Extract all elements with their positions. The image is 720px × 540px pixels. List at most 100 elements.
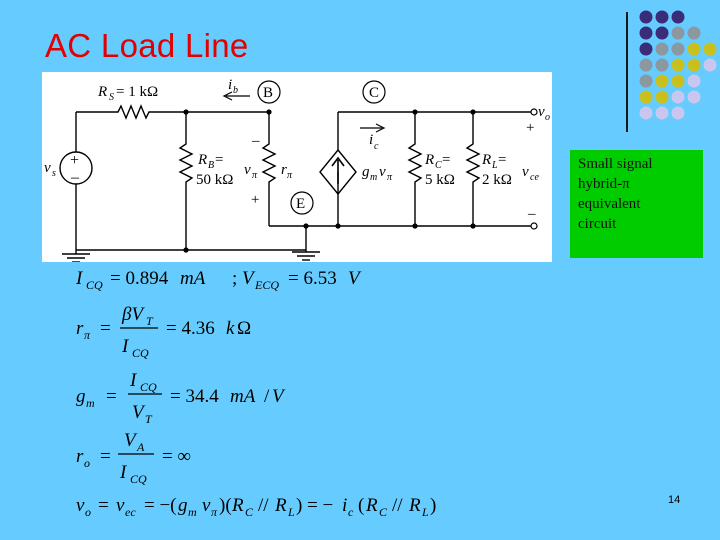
gm-label: g xyxy=(362,164,370,180)
svg-text:i: i xyxy=(342,495,347,516)
equation-g-m: g m = I CQ V T = 34.4 mA / V xyxy=(76,370,286,426)
svg-text:CQ: CQ xyxy=(130,472,147,486)
svg-text:V: V xyxy=(124,430,138,451)
svg-text:g: g xyxy=(178,495,188,516)
svg-text://: // xyxy=(258,495,269,516)
equation-v-o: v o = v ec = −( g m v π )( R C // R L ) … xyxy=(76,495,436,519)
svg-text:c: c xyxy=(374,141,379,152)
svg-text:π: π xyxy=(287,170,293,181)
svg-text:= 4.36: = 4.36 xyxy=(166,318,215,339)
svg-text:o: o xyxy=(85,505,91,519)
svg-text:)(: )( xyxy=(219,495,232,516)
svg-text:g: g xyxy=(76,386,86,407)
svg-text:R: R xyxy=(408,495,421,516)
svg-text:v: v xyxy=(116,495,125,516)
vo-label: v xyxy=(538,104,545,120)
hybrid-pi-note: Small signal hybrid-π equivalent circuit xyxy=(570,150,703,258)
svg-text:mA: mA xyxy=(230,386,256,407)
svg-text:mA: mA xyxy=(180,268,206,289)
svg-text:Ω: Ω xyxy=(237,318,251,339)
svg-text:= 34.4: = 34.4 xyxy=(170,386,219,407)
svg-text:=: = xyxy=(100,318,111,339)
svg-text:CQ: CQ xyxy=(86,278,103,292)
svg-text:I: I xyxy=(121,336,130,357)
node-c: C xyxy=(369,85,379,101)
svg-text:C: C xyxy=(245,505,254,519)
svg-text:m: m xyxy=(370,172,377,183)
ground-icon-emitter xyxy=(292,250,320,261)
svg-text:I: I xyxy=(75,268,84,289)
svg-text:V: V xyxy=(272,386,286,407)
svg-text:b: b xyxy=(233,85,238,96)
equations-block: I CQ = 0.894 mA ; V ECQ = 6.53 V r π = β… xyxy=(74,260,514,525)
svg-text:= −(: = −( xyxy=(144,495,177,516)
svg-text:r: r xyxy=(76,446,84,467)
svg-text:o: o xyxy=(545,112,550,123)
svg-text:C: C xyxy=(435,160,442,171)
svg-text:R: R xyxy=(231,495,244,516)
svg-text:=: = xyxy=(100,446,111,467)
svg-text:(: ( xyxy=(358,495,364,516)
rc-label: R xyxy=(424,152,434,168)
svg-text:= 0.894: = 0.894 xyxy=(110,268,169,289)
dot-grid-icon xyxy=(639,10,717,120)
svg-text:ec: ec xyxy=(125,505,136,519)
svg-text:R: R xyxy=(274,495,287,516)
svg-text:L: L xyxy=(421,505,429,519)
equation-r-o: r o = V A I CQ = ∞ xyxy=(76,430,191,486)
svg-text:R: R xyxy=(365,495,378,516)
svg-text:=: = xyxy=(215,152,223,168)
svg-text:L: L xyxy=(491,160,498,171)
circuit-schematic: + – R S = 1 kΩ i b B C E v s xyxy=(44,77,550,263)
svg-text:+: + xyxy=(251,192,259,208)
circuit-diagram: + – R S = 1 kΩ i b B C E v s xyxy=(42,72,552,263)
svg-text:c: c xyxy=(348,505,354,519)
svg-text:V: V xyxy=(242,268,256,289)
svg-text:= 6.53: = 6.53 xyxy=(288,268,337,289)
svg-text:T: T xyxy=(146,314,154,328)
svg-text:=: = xyxy=(498,152,506,168)
svg-text:s: s xyxy=(52,168,56,179)
ib-label: i xyxy=(228,77,232,93)
svg-text:I: I xyxy=(129,370,138,391)
equation-r-pi: r π = βV T I CQ = 4.36 k Ω xyxy=(76,304,251,360)
svg-text:): ) xyxy=(430,495,436,516)
svg-text:CQ: CQ xyxy=(132,346,149,360)
svg-text:–: – xyxy=(251,133,260,149)
svg-text:k: k xyxy=(226,318,235,339)
svg-text:o: o xyxy=(84,456,90,470)
svg-text:ECQ: ECQ xyxy=(254,278,279,292)
svg-text:=: = xyxy=(98,495,109,516)
rb-value: 50 kΩ xyxy=(196,172,233,188)
svg-text:C: C xyxy=(379,505,388,519)
svg-text:–: – xyxy=(527,206,536,222)
svg-text:+: + xyxy=(526,120,534,136)
slide-title: AC Load Line xyxy=(45,27,249,64)
svg-text:T: T xyxy=(145,412,153,426)
svg-text:π: π xyxy=(387,172,393,183)
note-line: equivalent xyxy=(578,196,641,212)
vs-label: v xyxy=(44,160,51,176)
note-line: Small signal xyxy=(578,156,653,172)
voltage-source-icon: + – xyxy=(59,151,93,186)
vertical-divider xyxy=(626,12,628,132)
svg-text:π: π xyxy=(211,505,218,519)
dependent-current-source-icon xyxy=(319,148,357,196)
svg-text:–: – xyxy=(70,169,80,186)
svg-text:π: π xyxy=(252,170,258,181)
page-number: 14 xyxy=(668,494,681,506)
svg-text:CQ: CQ xyxy=(140,380,157,394)
rc-value: 5 kΩ xyxy=(425,172,455,188)
equations-svg: I CQ = 0.894 mA ; V ECQ = 6.53 V r π = β… xyxy=(75,268,436,519)
vpi-label: v xyxy=(244,162,251,178)
rpi-label: r xyxy=(281,162,287,178)
svg-text:V: V xyxy=(132,402,146,423)
rl-value: 2 kΩ xyxy=(482,172,512,188)
note-line: hybrid-π xyxy=(578,176,630,192)
svg-text:π: π xyxy=(84,328,91,342)
svg-text:βV: βV xyxy=(121,304,145,325)
svg-text:ce: ce xyxy=(530,172,539,183)
ic-label: i xyxy=(369,132,373,148)
svg-text:=: = xyxy=(106,386,117,407)
rs-value: = 1 kΩ xyxy=(116,84,158,100)
